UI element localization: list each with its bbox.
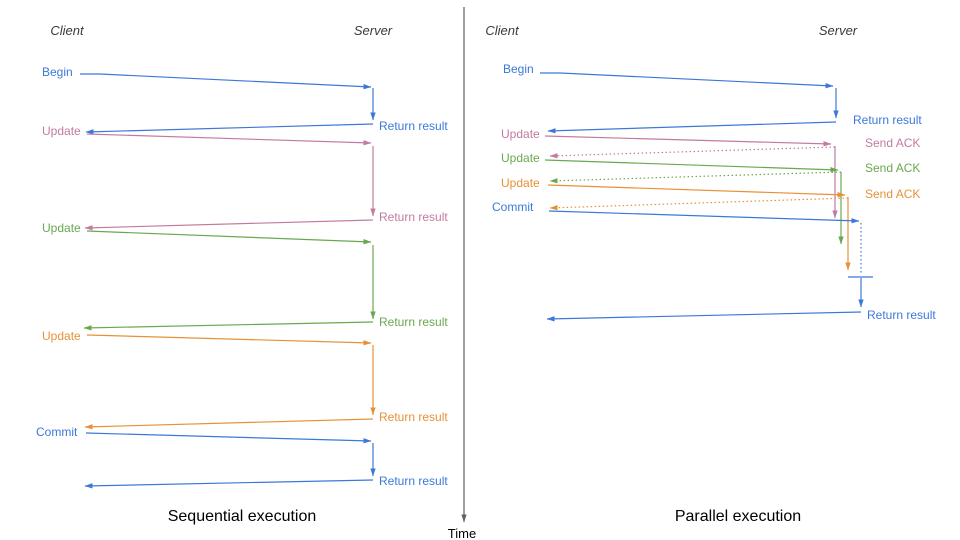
seq-commit-response-arrow (84, 479, 374, 489)
par-commit-response-arrow (546, 311, 862, 322)
label-begin-sequential: Begin (42, 65, 73, 79)
label-update-2-sequential: Update (42, 221, 81, 235)
label-return-result-4-sequential: Return result (379, 410, 448, 424)
label-begin-parallel: Begin (503, 62, 534, 76)
par-update2-request-arrow (544, 159, 839, 173)
caption-parallel-execution: Parallel execution (675, 508, 801, 525)
label-update-1-parallel: Update (501, 127, 540, 141)
label-send-ack-1-parallel: Send ACK (865, 136, 920, 150)
label-update-3-parallel: Update (501, 176, 540, 190)
label-update-2-parallel: Update (501, 151, 540, 165)
label-time-axis: Time (448, 526, 476, 540)
label-return-result-1-sequential: Return result (379, 119, 448, 133)
header-client-sequential: Client (50, 23, 85, 38)
label-commit-sequential: Commit (36, 425, 78, 439)
par-update1-ack-arrow (549, 146, 836, 159)
seq-update2-request-arrow (86, 230, 372, 245)
label-send-ack-3-parallel: Send ACK (865, 187, 920, 201)
header-server-parallel: Server (819, 23, 858, 38)
label-return-result-3-sequential: Return result (379, 315, 448, 329)
label-send-ack-2-parallel: Send ACK (865, 161, 920, 175)
seq-commit-request-arrow (85, 432, 372, 444)
par-update2-ack-arrow (549, 171, 842, 184)
header-server-sequential: Server (354, 23, 393, 38)
seq-begin-response-arrow (85, 123, 374, 135)
label-return-result-5-sequential: Return result (379, 474, 448, 488)
caption-sequential-execution: Sequential execution (168, 508, 317, 525)
par-update3-ack-arrow (549, 197, 849, 211)
seq-update1-response-arrow (84, 219, 374, 231)
label-return-result-2-parallel: Return result (867, 308, 936, 322)
label-update-1-sequential: Update (42, 124, 81, 138)
seq-update1-request-arrow (86, 133, 372, 146)
par-update1-request-arrow (544, 135, 832, 147)
par-commit-request-arrow (548, 210, 860, 224)
arrows-layer (80, 7, 873, 523)
seq-update3-request-arrow (86, 334, 372, 346)
par-begin-response-arrow (547, 121, 837, 134)
seq-begin-request-arrow (80, 73, 372, 90)
label-update-3-sequential: Update (42, 329, 81, 343)
label-commit-parallel: Commit (492, 200, 534, 214)
seq-update3-response-arrow (84, 418, 374, 430)
par-update3-request-arrow (547, 184, 846, 198)
seq-update2-response-arrow (83, 321, 374, 331)
par-begin-request-arrow (540, 72, 834, 89)
label-return-result-1-parallel: Return result (853, 113, 922, 127)
label-return-result-2-sequential: Return result (379, 210, 448, 224)
header-client-parallel: Client (485, 23, 520, 38)
